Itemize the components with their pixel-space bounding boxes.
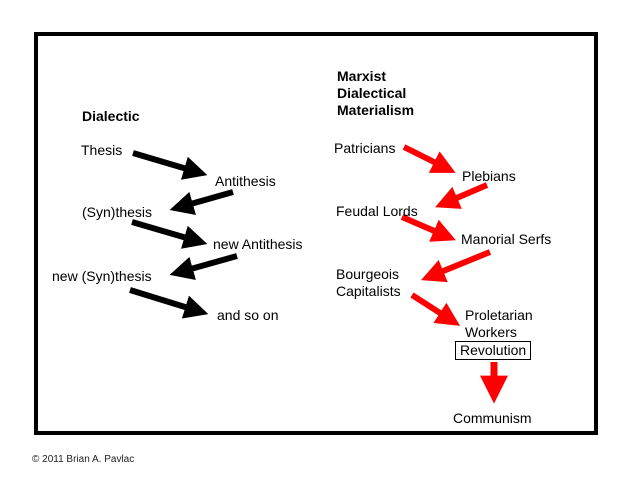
arrow-manorial-serfs-to-bourgeois (420, 249, 492, 283)
marxist-heading-line3: Materialism (337, 102, 415, 118)
arrow-new-antithesis-to-new-synthesis (169, 253, 238, 280)
thesis-label: Thesis (81, 142, 123, 158)
and-so-on-label: and so on (217, 307, 279, 323)
antithesis-label: Antithesis (215, 173, 276, 189)
workers-label: Workers (465, 324, 517, 340)
marxist-heading-line1: Marxist (337, 68, 387, 84)
proletarian-label: Proletarian (465, 307, 533, 323)
synthesis-label: (Syn)thesis (82, 204, 153, 220)
arrow-patricians-to-plebians (402, 144, 456, 173)
new-antithesis-label: new Antithesis (213, 236, 303, 252)
feudal-lords-label: Feudal Lords (336, 203, 418, 219)
arrow-capitalists-to-proletarian (410, 292, 461, 326)
capitalists-label: Capitalists (336, 283, 401, 299)
arrow-thesis-to-antithesis (132, 150, 208, 180)
communism-label: Communism (453, 410, 532, 426)
new-synthesis-label: new (Syn)thesis (52, 268, 152, 284)
copyright-text: © 2011 Brian A. Pavlac (32, 454, 135, 465)
arrow-new-synthesis-to-and-so-on (129, 287, 209, 319)
plebians-label: Plebians (462, 168, 516, 184)
manorial-serfs-label: Manorial Serfs (461, 231, 552, 247)
patricians-label: Patricians (334, 140, 396, 156)
bourgeois-label: Bourgeois (336, 266, 400, 282)
arrow-synthesis-to-new-antithesis (131, 219, 208, 249)
arrow-plebians-to-feudal-lords (435, 182, 489, 209)
arrow-antithesis-to-synthesis (169, 189, 234, 215)
diagram-frame (34, 32, 598, 435)
revolution-box: Revolution (455, 341, 532, 360)
arrow-feudal-lords-to-manorial-serfs (400, 214, 456, 242)
dialectic-heading: Dialectic (82, 108, 140, 124)
marxist-heading-line2: Dialectical (337, 85, 407, 101)
